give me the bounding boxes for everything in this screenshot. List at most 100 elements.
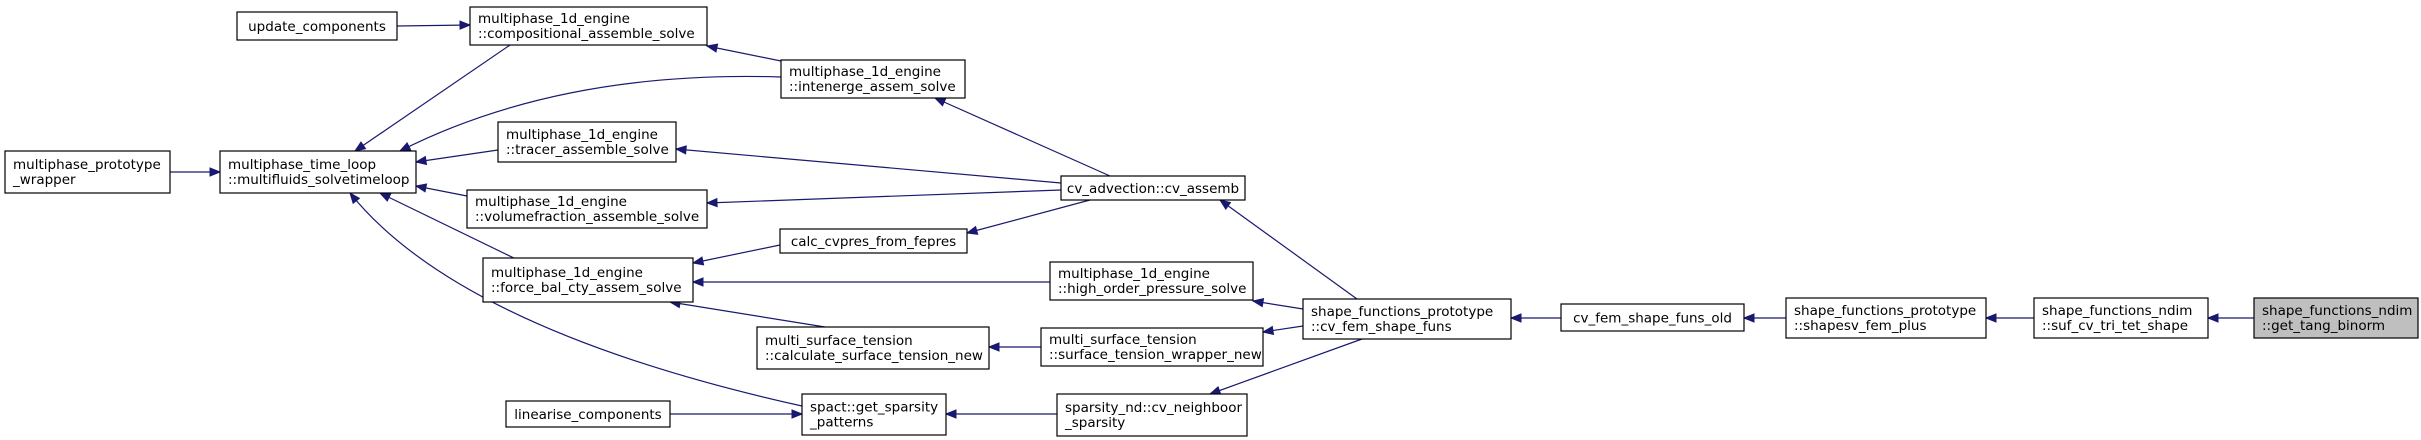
edge-get_sparsity-to-cv_neighbour_sparsity bbox=[944, 409, 1057, 419]
node-time-loop[interactable]: multiphase_time_loop::multifluids_solvet… bbox=[219, 150, 417, 194]
node-cv-fem-shape-funs[interactable]: shape_functions_prototype::cv_fem_shape_… bbox=[1302, 298, 1512, 340]
node-prototype-wrapper[interactable]: multiphase_prototype_wrapper bbox=[4, 150, 171, 194]
node-get-tang-binorm[interactable]: shape_functions_ndim::get_tang_binorm bbox=[2253, 297, 2419, 339]
node-box bbox=[219, 150, 417, 194]
node-label: multiphase_1d_engine bbox=[475, 194, 627, 210]
node-label: linearise_components bbox=[514, 407, 661, 423]
edge-surface_tension_wrapper-to-cv_fem_shape_funs bbox=[1261, 325, 1304, 336]
node-label: cv_fem_shape_funs_old bbox=[1573, 311, 1732, 327]
node-label: multi_surface_tension bbox=[1049, 332, 1197, 348]
node-compositional-solve[interactable]: multiphase_1d_engine::compositional_asse… bbox=[469, 6, 708, 46]
node-shapesv-fem-plus[interactable]: shape_functions_prototype::shapesv_fem_p… bbox=[1785, 297, 1987, 339]
node-label: ::calculate_surface_tension_new bbox=[765, 348, 983, 364]
edge-arrowhead bbox=[378, 192, 392, 202]
node-label: multi_surface_tension bbox=[765, 333, 913, 349]
node-box bbox=[779, 228, 968, 254]
node-label: multiphase_prototype bbox=[13, 157, 161, 173]
edge-time_loop-to-prototype_wrapper bbox=[170, 167, 222, 177]
node-label: shape_functions_ndim bbox=[2262, 303, 2412, 319]
node-cv-assemb[interactable]: cv_advection::cv_assemb bbox=[1060, 175, 1246, 201]
node-label: cv_advection::cv_assemb bbox=[1067, 181, 1239, 197]
edge-get_sparsity-to-linearise_components bbox=[670, 409, 804, 419]
node-box bbox=[482, 257, 694, 303]
node-cv-neighbour-sparsity[interactable]: sparsity_nd::cv_neighboor_sparsity bbox=[1056, 393, 1248, 437]
edge-force_bal-to-surface_tension_new bbox=[668, 298, 826, 328]
node-surface-tension-wrapper[interactable]: multi_surface_tension::surface_tension_w… bbox=[1040, 327, 1264, 367]
edge-arrowhead bbox=[349, 191, 361, 205]
node-box bbox=[1302, 298, 1512, 340]
node-box bbox=[4, 150, 171, 194]
edge-line bbox=[675, 148, 1062, 184]
node-label: _patterns bbox=[809, 415, 873, 431]
node-label: spact::get_sparsity bbox=[810, 400, 938, 416]
edge-arrowhead bbox=[414, 183, 428, 193]
edge-arrowhead bbox=[398, 142, 412, 152]
node-cv-fem-shape-funs-old[interactable]: cv_fem_shape_funs_old bbox=[1560, 303, 1745, 332]
edge-arrowhead bbox=[965, 225, 979, 235]
node-label: shape_functions_prototype bbox=[1794, 303, 1976, 319]
edge-arrowhead bbox=[933, 97, 947, 107]
node-label: shape_functions_prototype bbox=[1311, 304, 1493, 320]
node-high-order-pressure[interactable]: multiphase_1d_engine::high_order_pressur… bbox=[1049, 261, 1254, 301]
node-label: ::get_tang_binorm bbox=[2262, 318, 2385, 334]
edge-compositional_solve-to-intenerge_solve bbox=[705, 43, 782, 62]
node-calc-cvpres[interactable]: calc_cvpres_from_fepres bbox=[779, 228, 968, 254]
edge-arrowhead bbox=[944, 409, 957, 419]
node-label: ::high_order_pressure_solve bbox=[1058, 281, 1246, 297]
node-label: _sparsity bbox=[1064, 415, 1125, 431]
edge-suf_cv_tri_tet_shape-to-get_tang_binorm bbox=[2206, 313, 2254, 323]
node-get-sparsity[interactable]: spact::get_sparsity_patterns bbox=[801, 393, 947, 436]
node-box bbox=[1040, 327, 1264, 367]
node-tracer-solve[interactable]: multiphase_1d_engine::tracer_assemble_so… bbox=[497, 121, 677, 163]
node-label: multiphase_1d_engine bbox=[491, 265, 643, 281]
node-box bbox=[1785, 297, 1987, 339]
edge-time_loop-to-get_sparsity bbox=[349, 191, 803, 407]
node-label: multiphase_1d_engine bbox=[789, 64, 941, 80]
edge-time_loop-to-tracer_solve bbox=[414, 149, 499, 166]
node-box bbox=[469, 6, 708, 46]
edge-arrowhead bbox=[674, 145, 687, 155]
node-label: ::cv_fem_shape_funs bbox=[1311, 319, 1452, 335]
edge-line bbox=[966, 199, 1091, 234]
edge-compositional_solve-to-update_components bbox=[396, 20, 472, 30]
node-label: ::suf_cv_tri_tet_shape bbox=[2042, 318, 2188, 334]
edge-line bbox=[399, 75, 782, 152]
node-force-bal[interactable]: multiphase_1d_engine::force_bal_cty_asse… bbox=[482, 257, 694, 303]
edge-intenerge_solve-to-cv_assemb bbox=[933, 97, 1111, 177]
edge-arrowhead bbox=[691, 256, 705, 266]
edge-arrowhead bbox=[1218, 199, 1232, 210]
node-label: update_components bbox=[248, 19, 386, 35]
node-intenerge-solve[interactable]: multiphase_1d_engine::intenerge_assem_so… bbox=[780, 59, 966, 99]
node-box bbox=[801, 393, 947, 436]
node-suf-cv-tri-tet-shape[interactable]: shape_functions_ndim::suf_cv_tri_tet_sha… bbox=[2033, 297, 2209, 339]
node-label: sparsity_nd::cv_neighboor bbox=[1065, 400, 1242, 416]
node-label: ::surface_tension_wrapper_new bbox=[1049, 347, 1262, 363]
node-label: ::tracer_assemble_solve bbox=[506, 142, 669, 158]
edge-arrowhead bbox=[1742, 313, 1755, 323]
edge-volumefraction_solve-to-cv_assemb bbox=[705, 189, 1062, 208]
edge-time_loop-to-force_bal bbox=[378, 192, 521, 262]
node-box bbox=[466, 189, 708, 229]
node-update-components[interactable]: update_components bbox=[236, 11, 398, 41]
edge-time_loop-to-volumefraction_solve bbox=[414, 183, 468, 197]
edge-surface_tension_new-to-surface_tension_wrapper bbox=[987, 342, 1041, 352]
node-box bbox=[1560, 303, 1745, 332]
edge-calc_cvpres-to-cv_assemb bbox=[965, 199, 1091, 235]
node-box bbox=[497, 121, 677, 163]
edge-line bbox=[706, 45, 782, 62]
edge-arrowhead bbox=[705, 197, 718, 208]
edge-arrowhead bbox=[691, 277, 704, 287]
edge-arrowhead bbox=[1984, 313, 1997, 323]
edge-line bbox=[1219, 199, 1358, 300]
node-linearise-components[interactable]: linearise_components bbox=[505, 400, 671, 428]
node-label: _wrapper bbox=[12, 172, 76, 188]
node-label: multiphase_1d_engine bbox=[1058, 266, 1210, 282]
edge-arrowhead bbox=[2206, 313, 2219, 323]
edge-shapesv_fem_plus-to-suf_cv_tri_tet_shape bbox=[1984, 313, 2034, 323]
node-box bbox=[2253, 297, 2419, 339]
node-volumefraction-solve[interactable]: multiphase_1d_engine::volumefraction_ass… bbox=[466, 189, 708, 229]
edge-high_order_pressure-to-cv_fem_shape_funs bbox=[1251, 297, 1304, 310]
node-surface-tension-new[interactable]: multi_surface_tension::calculate_surface… bbox=[756, 326, 990, 370]
node-label: multiphase_1d_engine bbox=[506, 127, 658, 143]
